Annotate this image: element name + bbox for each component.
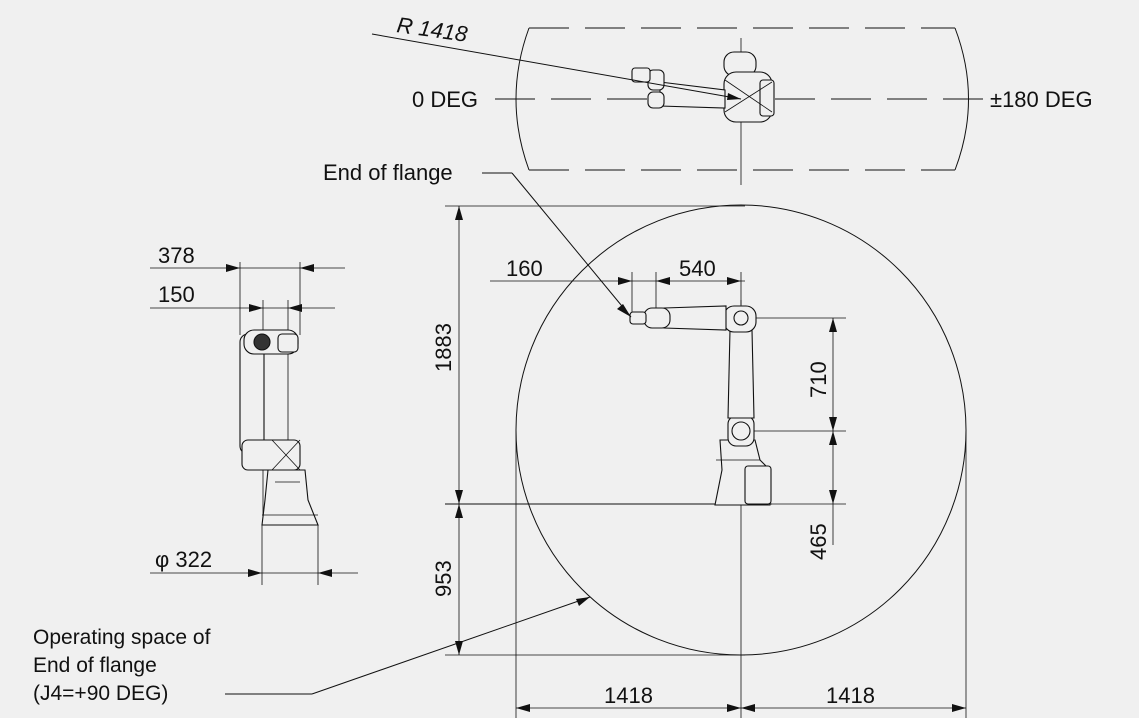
dim-1883: 1883 — [431, 323, 456, 372]
dim-1418-right: 1418 — [826, 683, 875, 708]
operating-space-label-line2: End of flange — [33, 654, 157, 677]
dim-465: 465 — [806, 523, 831, 560]
dim-phi-322: φ 322 — [155, 547, 212, 572]
front-view: 1883 953 160 540 710 465 1418 1418 — [431, 204, 967, 718]
angle-left-label: 0 DEG — [412, 87, 478, 112]
dim-953: 953 — [431, 560, 456, 597]
operating-space-label-line3: (J4=+90 DEG) — [33, 682, 168, 705]
dim-160: 160 — [506, 256, 543, 281]
dim-378: 378 — [158, 243, 195, 268]
end-of-flange-label: End of flange — [323, 160, 453, 185]
top-view-robot — [631, 51, 775, 123]
operating-space-label-line1: Operating space of — [33, 626, 211, 649]
front-view-robot — [629, 305, 772, 506]
side-view: 378 150 φ 322 — [150, 243, 358, 585]
dim-710: 710 — [806, 361, 831, 398]
top-view: R 1418 0 DEG ±180 DEG — [371, 12, 1093, 185]
dim-540: 540 — [679, 256, 716, 281]
dim-150: 150 — [158, 282, 195, 307]
angle-right-label: ±180 DEG — [990, 87, 1093, 112]
radius-label: R 1418 — [395, 12, 469, 47]
dim-1418-left: 1418 — [604, 683, 653, 708]
side-view-robot — [239, 329, 319, 526]
radius-leader-line — [371, 33, 742, 100]
callouts: End of flange Operating space of End of … — [33, 160, 632, 705]
